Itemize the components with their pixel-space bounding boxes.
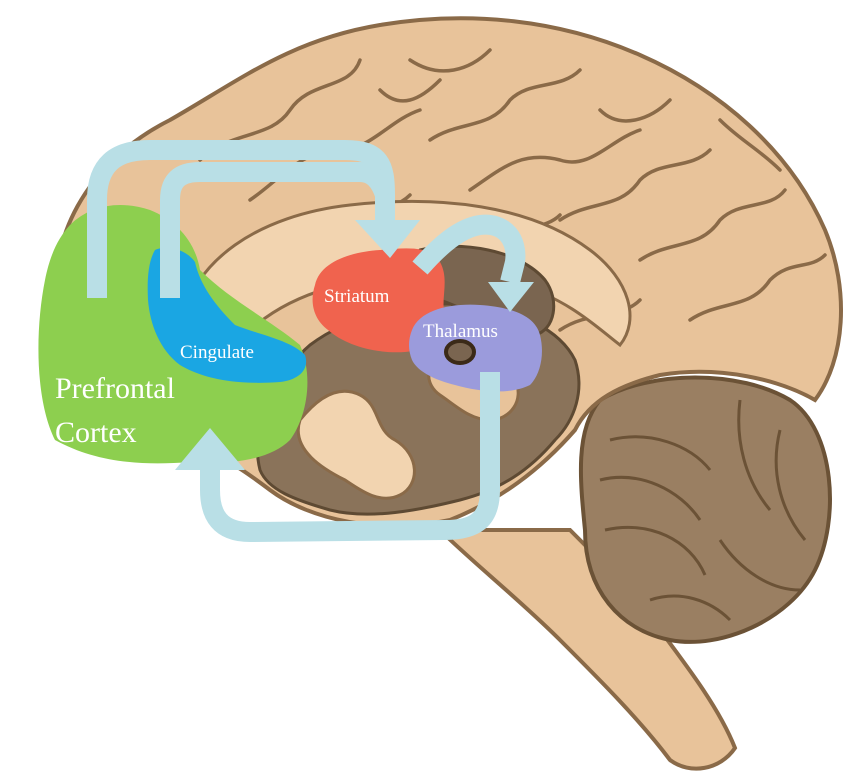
thalamus-label: Thalamus (423, 321, 498, 342)
arrow-heads (175, 220, 534, 470)
prefrontal-label-line2: Cortex (55, 416, 137, 449)
arrowhead-pfc (175, 428, 245, 470)
arrow-cingulate-to-striatum (160, 162, 395, 298)
prefrontal-label-line1: Prefrontal (55, 372, 175, 405)
striatum-region (312, 248, 446, 353)
inner-stalk (296, 389, 416, 500)
thalamus-region (409, 304, 542, 392)
cerebellum (578, 375, 832, 644)
thalamus-center (444, 339, 476, 365)
cingulate-label: Cingulate (180, 342, 254, 363)
arrow-striatum-to-thalamus (412, 214, 526, 285)
arrow-thalamus-to-pfc (200, 372, 500, 542)
striatum-label: Striatum (324, 286, 390, 307)
arrowhead-thalamus (488, 282, 534, 312)
arrowhead-striatum (355, 220, 420, 258)
cerebellum-folia (599, 399, 807, 622)
cingulate-region (147, 247, 307, 383)
circuit-arrows (87, 140, 526, 542)
